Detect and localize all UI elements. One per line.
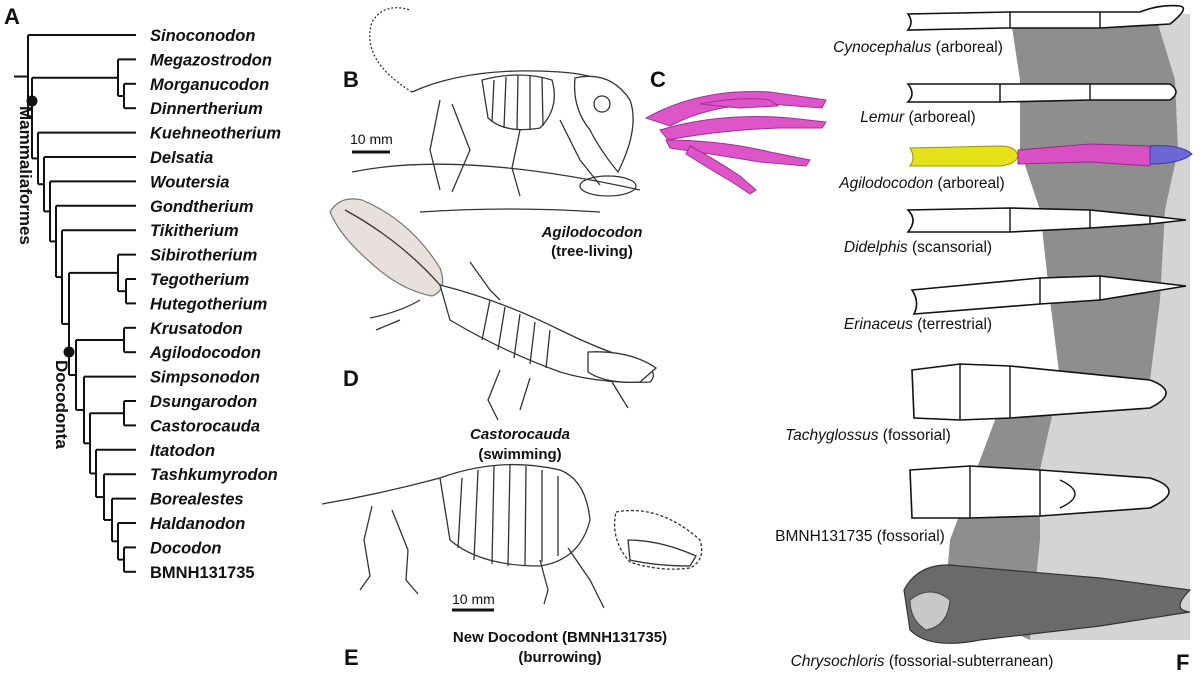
skeleton-e-habit: (burrowing) xyxy=(518,649,601,666)
digit-label-genus: Didelphis xyxy=(844,239,908,256)
digit-label-genus: Cynocephalus xyxy=(833,39,931,56)
digit-label-habit: (fossorial) xyxy=(873,528,945,545)
taxon-label: Sibirotherium xyxy=(150,247,257,265)
taxon-label: Woutersia xyxy=(150,173,229,191)
digit-label-genus: Agilodocodon xyxy=(838,175,933,192)
taxon-label: Docodon xyxy=(150,539,222,557)
skeleton-e-genus: New Docodont (BMNH131735) xyxy=(453,629,667,646)
taxon-label: Morganucodon xyxy=(150,76,269,94)
skeleton-d-genus: Castorocauda xyxy=(470,426,570,443)
agilodocodon-phalanges xyxy=(1017,143,1151,167)
digit-label-habit: (fossorial-subterranean) xyxy=(885,653,1054,670)
skeleton-d-habit: (swimming) xyxy=(478,446,561,463)
taxon-label: Borealestes xyxy=(150,491,244,509)
taxon-label: Castorocauda xyxy=(150,417,260,435)
mammaliaformes-node xyxy=(26,95,38,107)
taxon-label: Itatodon xyxy=(150,442,215,460)
clade-label-mammaliaformes: Mammaliaformes xyxy=(16,106,35,245)
taxon-label: Agilodocodon xyxy=(149,344,261,362)
taxon-label: Gondtherium xyxy=(150,198,254,216)
taxon-label: BMNH131735 xyxy=(150,564,255,582)
cladogram-taxa: SinoconodonMegazostrodonMorganucodonDinn… xyxy=(149,27,281,582)
digit-label-habit: (terrestrial) xyxy=(913,316,992,333)
digit-label-habit: (arboreal) xyxy=(904,109,976,126)
digit-label: Chrysochloris (fossorial-subterranean) xyxy=(791,653,1054,670)
agilodocodon-metacarpal xyxy=(909,145,1019,167)
panel-label-f: F xyxy=(1176,650,1189,675)
scale-bar-e-label: 10 mm xyxy=(452,591,495,607)
digit-label: Cynocephalus (arboreal) xyxy=(833,39,1003,56)
taxon-label: Dinnertherium xyxy=(150,100,263,118)
agilodocodon-ungual xyxy=(1149,145,1193,165)
digit-label-genus: Erinaceus xyxy=(844,316,913,333)
digit-label-habit: (scansorial) xyxy=(908,239,992,256)
taxon-label: Tashkumyrodon xyxy=(150,466,278,484)
docodonta-node xyxy=(63,346,75,358)
digit-label: Erinaceus (terrestrial) xyxy=(844,316,992,333)
castorocauda-skeleton-drawing xyxy=(329,198,658,421)
digit-label-genus: BMNH131735 xyxy=(775,528,872,545)
panel-label-e: E xyxy=(344,645,359,670)
agilodocodon-skeleton-drawing: 10 mm xyxy=(350,7,641,213)
taxon-label: Haldanodon xyxy=(150,515,245,533)
digit-label-genus: Tachyglossus xyxy=(785,427,879,444)
digit-label-habit: (arboreal) xyxy=(931,39,1003,56)
digit-label-genus: Lemur xyxy=(860,109,905,126)
digit-labels: Cynocephalus (arboreal)Lemur (arboreal)A… xyxy=(775,39,1053,670)
panel-label-b: B xyxy=(343,67,359,92)
panel-label-c: C xyxy=(650,67,666,92)
scale-bar-b-label: 10 mm xyxy=(350,131,393,147)
digit-label-habit: (fossorial) xyxy=(878,427,950,444)
panel-label-a: A xyxy=(4,4,20,29)
digit-label: BMNH131735 (fossorial) xyxy=(775,528,945,545)
digit-label: Lemur (arboreal) xyxy=(860,109,975,126)
digit-label: Didelphis (scansorial) xyxy=(844,239,992,256)
skeleton-b-habit: (tree-living) xyxy=(551,243,633,260)
clade-label-docodonta: Docodonta xyxy=(52,360,71,449)
taxon-label: Delsatia xyxy=(150,149,213,167)
cladogram xyxy=(14,34,136,573)
taxon-label: Krusatodon xyxy=(150,320,243,338)
taxon-label: Sinoconodon xyxy=(150,27,255,45)
digit-bones xyxy=(903,4,1193,644)
taxon-label: Megazostrodon xyxy=(150,51,272,69)
taxon-label: Hutegotherium xyxy=(150,295,267,313)
taxon-label: Tegotherium xyxy=(150,271,249,289)
taxon-label: Kuehneotherium xyxy=(150,125,281,143)
taxon-label: Dsungarodon xyxy=(150,393,257,411)
digit-label-habit: (arboreal) xyxy=(933,175,1005,192)
digit-label-genus: Chrysochloris xyxy=(791,653,885,670)
skeleton-b-genus: Agilodocodon xyxy=(541,224,643,241)
agilodocodon-hand-model xyxy=(644,91,827,195)
taxon-label: Tikitherium xyxy=(150,222,239,240)
digit-label: Agilodocodon (arboreal) xyxy=(838,175,1004,192)
taxon-label: Simpsonodon xyxy=(150,369,260,387)
panel-label-d: D xyxy=(343,366,359,391)
bmnh131735-skeleton-drawing: 10 mm xyxy=(321,463,703,612)
digit-label: Tachyglossus (fossorial) xyxy=(785,427,951,444)
